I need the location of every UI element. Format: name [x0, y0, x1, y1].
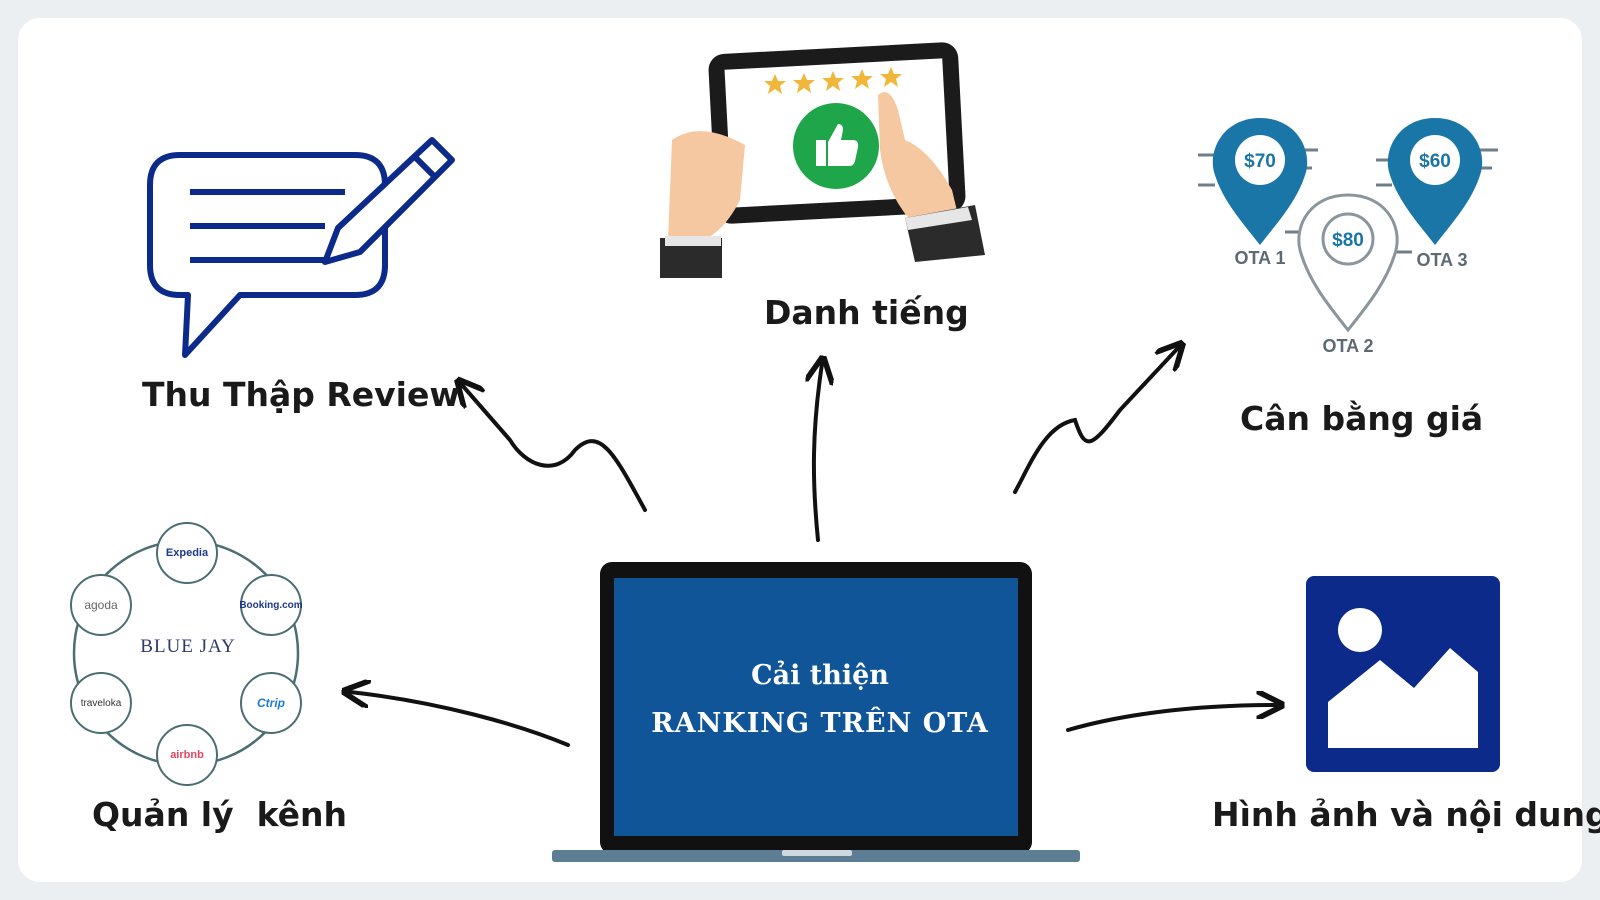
label-channels: Quản lý kênh — [92, 795, 348, 834]
arrow-to-price — [1013, 348, 1178, 494]
screen-title-line2: RANKING TRÊN OTA — [651, 708, 989, 739]
pen-icon — [322, 137, 455, 265]
label-review: Thu Thập Review — [142, 375, 460, 414]
pin-ota-1-label: OTA 1 — [1234, 248, 1285, 268]
hub-center-blue-jay: BLUE JAY — [140, 636, 236, 657]
hub-logo-booking: Booking.com — [239, 574, 303, 636]
label-reputation: Danh tiếng — [764, 293, 969, 332]
tablet-rating-icon — [660, 42, 985, 278]
hub-logo-airbnb: airbnb — [156, 724, 218, 786]
pin-ota-3-price: $60 — [1419, 151, 1451, 172]
label-content: Hình ảnh và nội dung — [1212, 795, 1600, 834]
price-balance-graphic: $70 $60 $80 OTA 1 OTA 2 OTA 3 — [1198, 118, 1498, 356]
review-chat-icon — [147, 152, 388, 358]
hub-logo-expedia: Expedia — [156, 522, 218, 584]
label-price: Cân bằng giá — [1240, 399, 1484, 438]
connector-arrows — [350, 348, 1276, 747]
arrow-to-review — [462, 385, 647, 512]
hub-logo-traveloka: traveloka — [70, 672, 132, 734]
screen-title-line1: Cải thiện — [751, 660, 889, 691]
arrow-to-reputation — [814, 364, 822, 542]
rating-stars — [764, 67, 902, 94]
arrow-to-content — [1066, 705, 1276, 732]
hub-logo-agoda: agoda — [70, 574, 132, 636]
laptop-screen — [614, 578, 1018, 836]
pin-ota-2-price: $80 — [1332, 230, 1364, 251]
pin-ota-3-label: OTA 3 — [1416, 250, 1467, 270]
hub-logo-ctrip: Ctrip — [240, 672, 302, 734]
pin-ota-2-label: OTA 2 — [1322, 336, 1373, 356]
pin-ota-1-price: $70 — [1244, 151, 1276, 172]
arrow-to-channels — [350, 692, 570, 747]
image-content-icon — [1306, 576, 1500, 772]
laptop-icon — [552, 562, 1080, 862]
